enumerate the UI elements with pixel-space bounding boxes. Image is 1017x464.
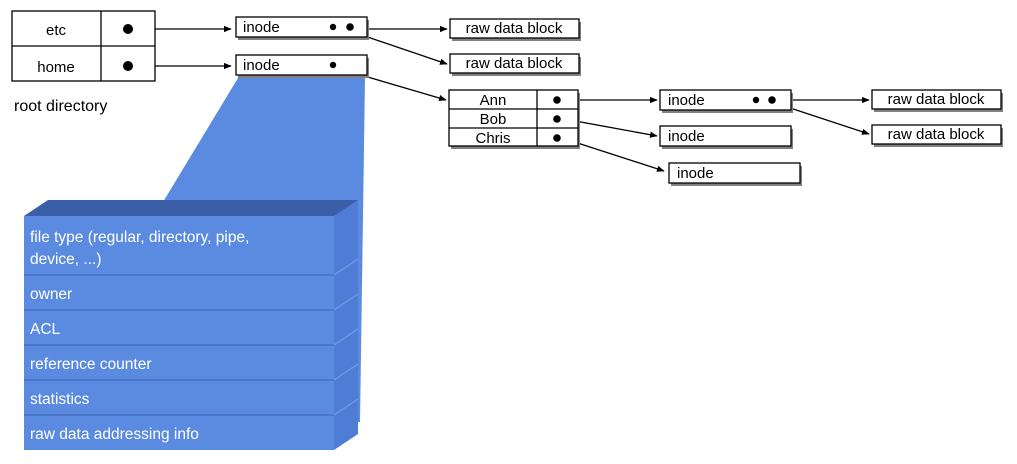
inode-ann-pointer-1[interactable]	[752, 96, 760, 104]
inode-bob-label: inode	[668, 128, 705, 145]
inode-ann-label: inode	[668, 92, 705, 109]
raw-data-block-ann-1[interactable]: raw data block	[871, 89, 1003, 112]
panel-row-raw-data-addressing-info: raw data addressing info	[30, 426, 199, 443]
home-directory-table[interactable]: Ann Bob Chris	[448, 89, 580, 149]
raw-data-block-ann-2-label: raw data block	[888, 126, 985, 143]
inode-ann-box[interactable]: inode	[659, 89, 793, 113]
panel-row-file-type-line1: file type (regular, directory, pipe,	[30, 229, 249, 246]
inode-etc-box[interactable]: inode	[235, 16, 369, 40]
inode-detail-panel: file type (regular, directory, pipe, dev…	[24, 200, 359, 450]
root-entry-pointer-etc[interactable]	[123, 24, 133, 34]
root-entry-pointer-home[interactable]	[123, 61, 133, 71]
raw-data-block-etc-2-label: raw data block	[466, 55, 563, 72]
panel-row-reference-counter: reference counter	[30, 356, 152, 373]
panel-row-file-type-line2: device, ...)	[30, 251, 102, 268]
inode-home-label: inode	[243, 57, 280, 74]
panel-row-owner: owner	[30, 286, 72, 303]
inode-bob-box[interactable]: inode	[659, 125, 793, 149]
inode-chris-label: inode	[677, 165, 714, 182]
inode-etc-pointer-2[interactable]	[346, 23, 354, 31]
inode-chris-box[interactable]: inode	[668, 162, 802, 186]
home-entry-name-ann: Ann	[480, 92, 507, 109]
panel-row-statistics: statistics	[30, 391, 90, 408]
inode-home-box[interactable]: inode	[235, 54, 369, 78]
inode-ann-pointer-2[interactable]	[768, 96, 776, 104]
home-entry-name-chris: Chris	[475, 130, 510, 147]
home-entry-name-bob: Bob	[480, 111, 507, 128]
root-directory-caption: root directory	[14, 98, 107, 115]
home-entry-pointer-ann[interactable]	[553, 96, 561, 104]
raw-data-block-ann-2[interactable]: raw data block	[871, 124, 1003, 147]
inode-home-pointer-1[interactable]	[329, 61, 337, 69]
raw-data-block-etc-1[interactable]: raw data block	[449, 18, 581, 41]
home-entry-pointer-bob[interactable]	[553, 115, 561, 123]
inode-etc-pointer-1[interactable]	[329, 23, 337, 31]
root-directory-table[interactable]: etc home	[11, 10, 156, 82]
inode-etc-label: inode	[243, 19, 280, 36]
raw-data-block-etc-1-label: raw data block	[466, 20, 563, 37]
raw-data-block-etc-2[interactable]: raw data block	[449, 53, 581, 76]
panel-row-acl: ACL	[30, 321, 61, 338]
root-entry-name-etc: etc	[46, 22, 67, 39]
root-entry-name-home: home	[37, 59, 75, 76]
home-entry-pointer-chris[interactable]	[553, 134, 561, 142]
raw-data-block-ann-1-label: raw data block	[888, 91, 985, 108]
